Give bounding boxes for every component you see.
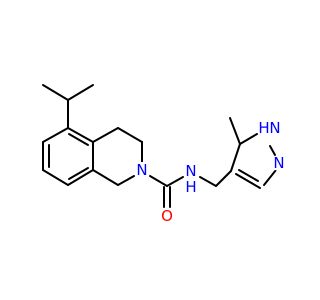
atom-amide-nitrogen: N H [183,162,199,196]
bond-ring-double-1 [68,133,89,146]
bond-c3-c4-double [238,169,259,182]
atom-amide-hydrogen-label: H [185,178,196,196]
pyrazole-group [199,117,277,189]
benzene-ring [42,127,94,186]
bond-c3-c4 [235,173,261,189]
bond-ring-c8-c8a [67,169,94,186]
atom-pyrazole-nitrogen-2-label: N [273,154,284,172]
atom-pyrazole-hydrogen-label: H [258,119,269,137]
bond-ring-c5-c6 [42,127,69,143]
atom-ring-nitrogen-bg [134,162,150,178]
bond-ring-c4a-c5 [67,127,94,143]
bond-c4-c5 [230,143,241,172]
bond-ring-double-3 [68,167,89,180]
atom-carbonyl-oxygen-bg [159,208,175,224]
molecule-structure-diagram: N N H O N N H [42,84,287,225]
bond-c1-n2 [117,175,135,186]
bond-c4-c3 [117,127,143,143]
bond-c4a-c4 [92,127,119,143]
bond-c5-n1 [239,133,258,145]
atom-pyrazole-nitrogen-1: N H [256,119,281,137]
atom-carbonyl-oxygen: O [159,207,175,225]
bond-n1-n2 [269,145,276,156]
carboxamide-group [149,175,184,208]
bond-c5-methyl [229,117,241,145]
bond-isopropyl-methyl-left [42,84,69,101]
atom-pyrazole-nitrogen-1-label: N [269,119,280,137]
bond-carbonyl-nh [166,176,184,187]
bond-isopropyl-methyl-right [67,84,94,101]
bond-ring-c7-c8 [42,169,69,186]
atom-ring-nitrogen-label: N [136,161,147,179]
atom-pyrazole-nitrogen-2-bg [271,155,287,171]
atom-amide-nitrogen-label: N [185,162,196,180]
piperidine-ring [92,127,143,186]
bond-nh-ch2 [199,176,217,187]
bond-ch2-c4 [215,170,232,187]
atom-pyrazole-nitrogen-2: N [271,154,287,172]
atom-carbonyl-oxygen-label: O [161,207,173,225]
isopropyl-group [42,84,94,129]
atom-ring-nitrogen: N [134,161,150,179]
bond-n2-c3-double [263,169,277,186]
atom-labels: N N H O N N H [134,119,287,225]
atom-amide-nitrogen-bg [183,163,199,179]
bond-c8a-c1 [92,169,119,186]
atom-pyrazole-nitrogen-1-bg [256,120,272,136]
bond-n2-carbonyl [149,175,168,187]
